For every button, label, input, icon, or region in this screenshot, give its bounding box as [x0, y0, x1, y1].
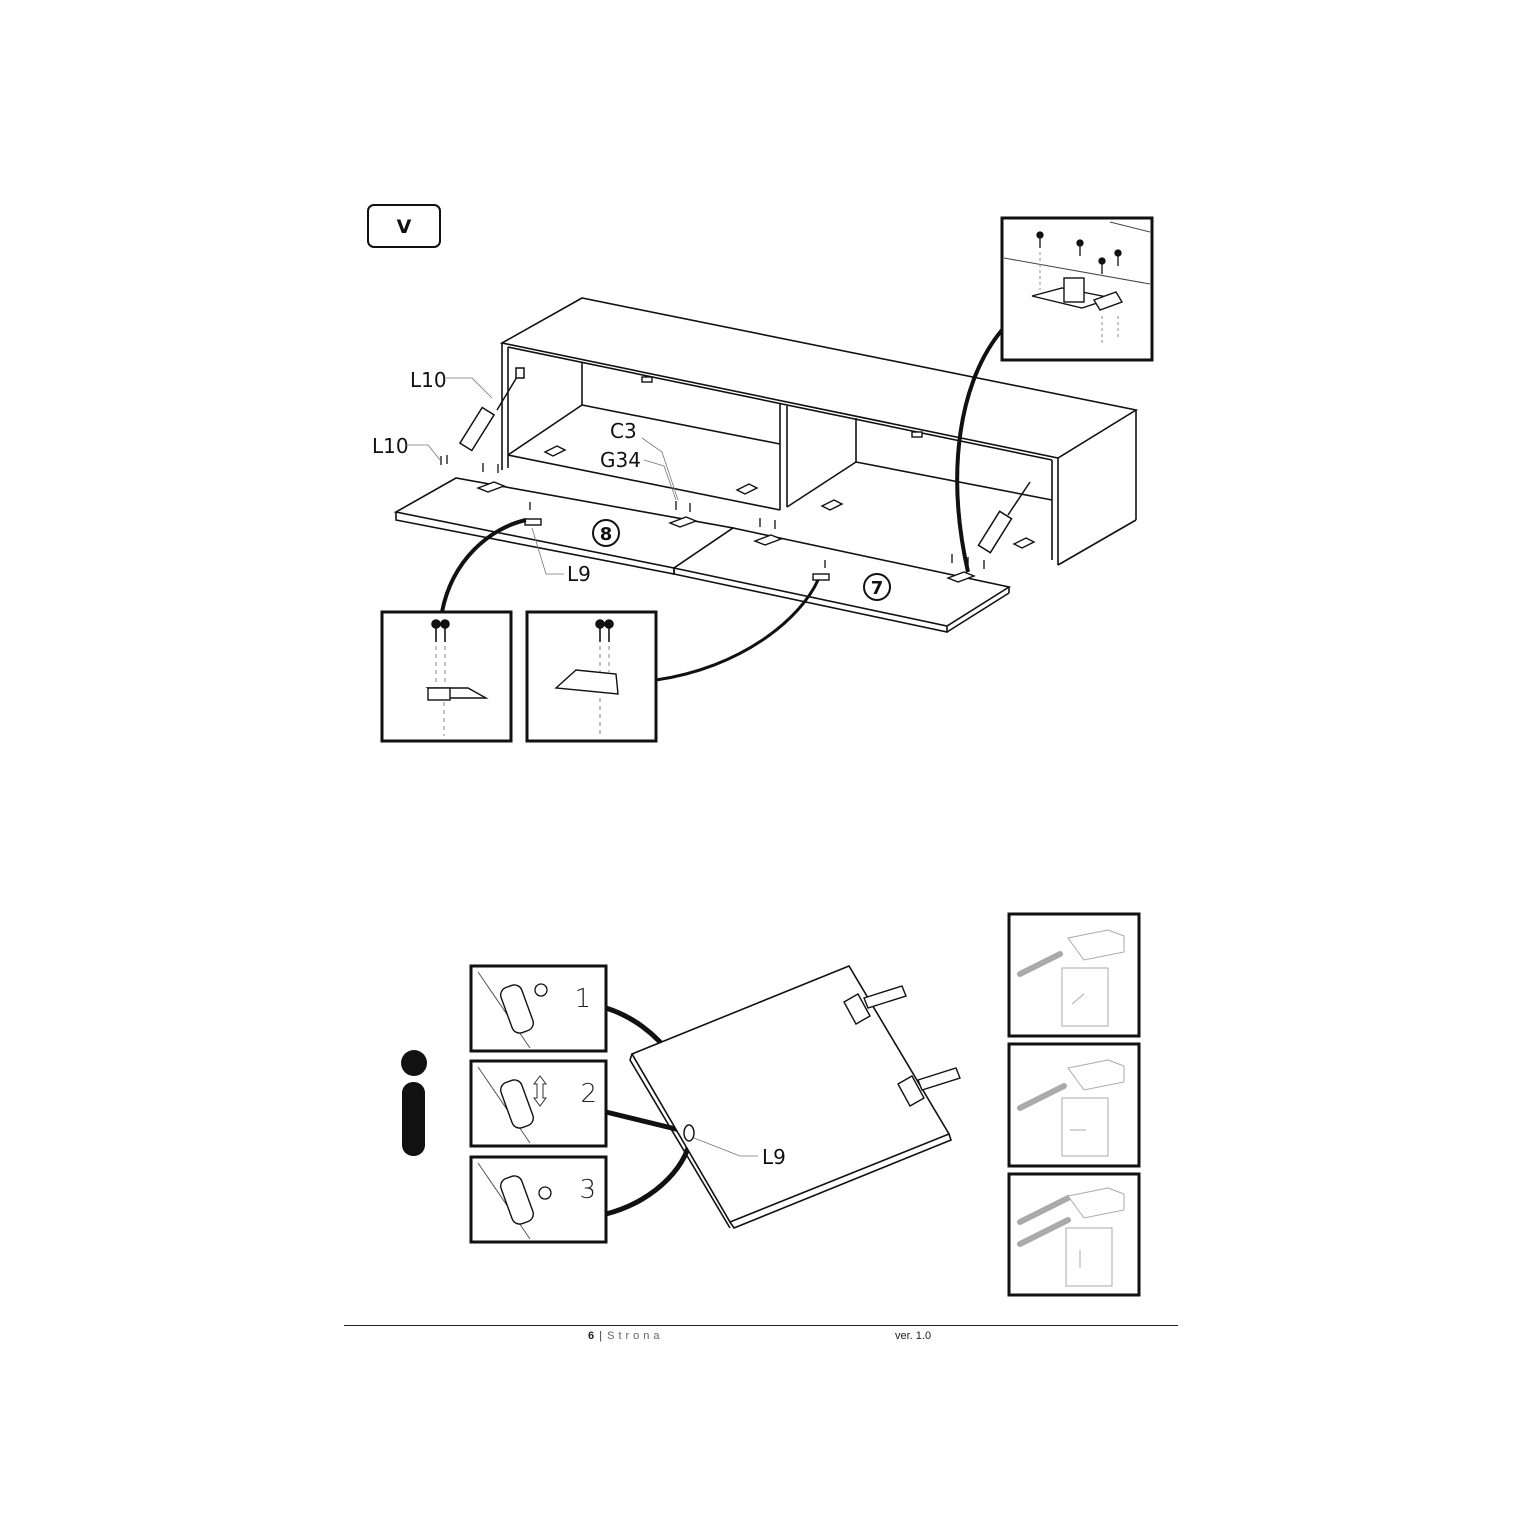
gas-strut-left — [458, 367, 525, 452]
detail-connector-right — [955, 328, 1004, 573]
panel-badge-left: 8 — [592, 519, 620, 547]
detail-connector-middle — [655, 579, 820, 682]
gas-strut-right — [977, 481, 1031, 554]
label-catch-lower: L9 — [762, 1145, 786, 1169]
adjust-step-box-2: 2 — [469, 1059, 608, 1148]
cabinet-body — [499, 297, 1139, 566]
label-catch-upper: L9 — [567, 562, 591, 586]
footer-page-number: 6 | Strona — [588, 1330, 664, 1342]
adjust-door-panel — [629, 965, 952, 1229]
adjust-step-1-number: 1 — [574, 984, 591, 1014]
step-badge: V — [367, 204, 441, 248]
hinge-detail-box — [1000, 216, 1154, 362]
catch-detail-box-left — [380, 610, 513, 743]
step-label: V — [397, 216, 412, 238]
catch-detail-box-right — [525, 610, 658, 743]
hinge-adjust-box-1 — [1007, 912, 1141, 1038]
hinge-adjust-box-3 — [1007, 1172, 1141, 1297]
label-c3: C3 — [610, 419, 637, 443]
footer-version: ver. 1.0 — [895, 1330, 932, 1342]
adjust-door-hinges — [683, 985, 961, 1142]
hinge-adjust-box-2 — [1007, 1042, 1141, 1168]
page-number: 6 — [588, 1330, 595, 1342]
adjust-step-2-number: 2 — [580, 1079, 597, 1109]
adjust-step-3-number: 3 — [579, 1175, 596, 1205]
panel-badge-right: 7 — [863, 573, 891, 601]
label-g34: G34 — [600, 448, 641, 472]
panel-number-right: 7 — [871, 578, 884, 599]
detail-connector-left — [440, 518, 527, 613]
panel-hinges — [476, 481, 976, 583]
panel-number-left: 8 — [600, 524, 613, 545]
adjust-step-box-1: 1 — [469, 964, 608, 1053]
label-catch-lower-leader — [693, 1137, 758, 1157]
footer-separator: | — [599, 1330, 603, 1342]
label-gas-strut-lower: L10 — [372, 434, 409, 458]
door-panel-right — [671, 527, 1012, 633]
part-labels: L10 L10 C3 G34 L9 — [372, 368, 679, 586]
adjust-step-box-3: 3 — [469, 1155, 608, 1244]
page-word: Strona — [607, 1330, 664, 1342]
label-gas-strut-upper: L10 — [410, 368, 447, 392]
info-symbol — [401, 1050, 427, 1156]
footer-rule — [344, 1325, 1178, 1326]
cabinet-hinges — [543, 376, 1036, 549]
